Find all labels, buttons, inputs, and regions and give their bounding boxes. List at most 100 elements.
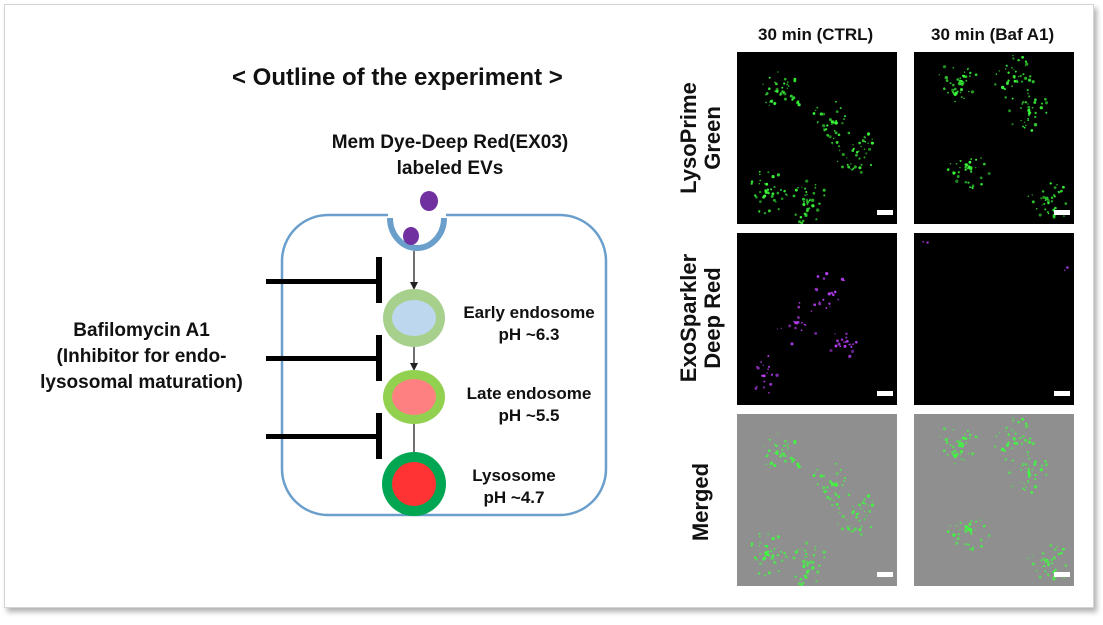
- fluorescence-speckle: [971, 546, 975, 549]
- fluorescence-speckle: [1024, 422, 1027, 425]
- fluorescence-speckle: [804, 194, 807, 197]
- fluorescence-speckle: [956, 90, 959, 93]
- fluorescence-speckle: [943, 449, 946, 452]
- fluorescence-speckle: [836, 160, 839, 163]
- fluorescence-speckle: [845, 336, 848, 339]
- fluorescence-speckle: [938, 73, 941, 76]
- fluorescence-speckle: [858, 512, 860, 514]
- fluorescence-speckle: [1034, 98, 1037, 102]
- fluorescence-speckle: [843, 118, 845, 121]
- fluorescence-speckle: [832, 499, 835, 502]
- fluorescence-speckle: [1016, 443, 1018, 445]
- fluorescence-speckle: [965, 165, 968, 168]
- fluorescence-speckle: [1062, 215, 1065, 218]
- fluorescence-speckle: [1020, 80, 1024, 83]
- fluorescence-speckle: [843, 344, 847, 348]
- fluorescence-speckle: [956, 537, 960, 540]
- fluorescence-speckle: [1045, 473, 1048, 476]
- fluorescence-speckle: [965, 79, 968, 82]
- fluorescence-speckle: [1028, 95, 1031, 98]
- fluorescence-speckle: [816, 468, 819, 471]
- fluorescence-speckle: [767, 368, 769, 371]
- fluorescence-speckle: [794, 575, 797, 578]
- fluorescence-speckle: [791, 98, 794, 101]
- early-endosome-inner: [392, 300, 436, 336]
- fluorescence-speckle: [961, 443, 965, 447]
- fluorescence-speckle: [955, 162, 958, 165]
- fluorescence-speckle: [855, 151, 859, 154]
- fluorescence-speckle: [766, 188, 770, 191]
- fluorescence-speckle: [758, 211, 760, 214]
- fluorescence-speckle: [765, 182, 769, 186]
- fluorescence-speckle: [847, 493, 851, 497]
- fluorescence-speckle: [808, 561, 811, 564]
- fluorescence-speckle: [758, 544, 761, 547]
- row-label-merged-line1: Merged: [688, 462, 713, 542]
- fluorescence-speckle: [828, 302, 831, 305]
- fluorescence-speckle: [812, 553, 816, 557]
- stage-late-name: Late endosome: [466, 384, 592, 403]
- fluorescence-speckle: [1026, 450, 1029, 454]
- fluorescence-speckle: [995, 435, 998, 437]
- fluorescence-speckle: [815, 218, 818, 221]
- fluorescence-speckle: [966, 529, 969, 532]
- fluorescence-speckle: [1015, 79, 1018, 82]
- fluorescence-speckle: [974, 166, 977, 169]
- fluorescence-speckle: [1054, 206, 1057, 210]
- fluorescence-speckle: [792, 458, 796, 462]
- scale-bar: [1054, 391, 1070, 396]
- fluorescence-speckle: [1039, 106, 1043, 110]
- fluorescence-speckle: [1011, 85, 1013, 87]
- fluorescence-speckle: [967, 543, 970, 546]
- fluorescence-speckle: [801, 186, 803, 188]
- fluorescence-speckle: [764, 183, 766, 185]
- fluorescence-speckle: [797, 187, 799, 189]
- fluorescence-speckle: [811, 198, 815, 202]
- fluorescence-speckle: [1050, 196, 1054, 199]
- fluorescence-speckle: [980, 519, 982, 521]
- fluorescence-speckle: [800, 321, 803, 324]
- fluorescence-speckle: [806, 565, 809, 567]
- fluorescence-speckle: [1026, 88, 1029, 92]
- fluorescence-speckle: [961, 436, 964, 439]
- fluorescence-speckle: [801, 219, 805, 223]
- fluorescence-speckle: [775, 451, 779, 455]
- fluorescence-speckle: [806, 562, 810, 566]
- fluorescence-speckle: [967, 164, 970, 167]
- fluorescence-speckle: [975, 520, 978, 523]
- fluorescence-speckle: [1022, 487, 1025, 490]
- fluorescence-speckle: [834, 483, 838, 487]
- fluorescence-speckle: [953, 449, 957, 453]
- fluorescence-speckle: [1021, 465, 1024, 467]
- fluorescence-speckle: [1027, 454, 1029, 457]
- fluorescence-speckle: [812, 112, 816, 115]
- scale-bar: [877, 391, 893, 396]
- fluorescence-speckle: [843, 115, 847, 118]
- fluorescence-speckle: [823, 194, 826, 197]
- fluorescence-speckle: [863, 498, 866, 501]
- fluorescence-speckle: [804, 214, 808, 217]
- fluorescence-speckle: [775, 82, 778, 86]
- fluorescence-speckle: [1028, 457, 1031, 460]
- fluorescence-speckle: [970, 452, 975, 456]
- fluorescence-speckle: [794, 188, 798, 192]
- fluorescence-speckle: [959, 166, 961, 169]
- fluorescence-speckle: [1003, 449, 1006, 453]
- fluorescence-speckle: [845, 519, 848, 521]
- fluorescence-speckle: [971, 187, 974, 189]
- arrowhead-late: [410, 363, 418, 371]
- fluorescence-speckle: [1021, 417, 1025, 421]
- fluorescence-speckle: [835, 502, 839, 506]
- fluorescence-speckle: [859, 532, 863, 536]
- fluorescence-speckle: [1044, 199, 1047, 201]
- fluorescence-speckle: [871, 138, 873, 140]
- fluorescence-speckle: [1062, 185, 1065, 189]
- fluorescence-speckle: [796, 462, 800, 465]
- fluorescence-speckle: [843, 480, 845, 483]
- fluorescence-speckle: [959, 159, 962, 162]
- fluorescence-speckle: [841, 483, 844, 487]
- fluorescence-speckle: [814, 109, 817, 112]
- fluorescence-speckle: [1045, 111, 1048, 114]
- fluorescence-speckle: [970, 520, 973, 523]
- fluorescence-speckle: [959, 528, 961, 531]
